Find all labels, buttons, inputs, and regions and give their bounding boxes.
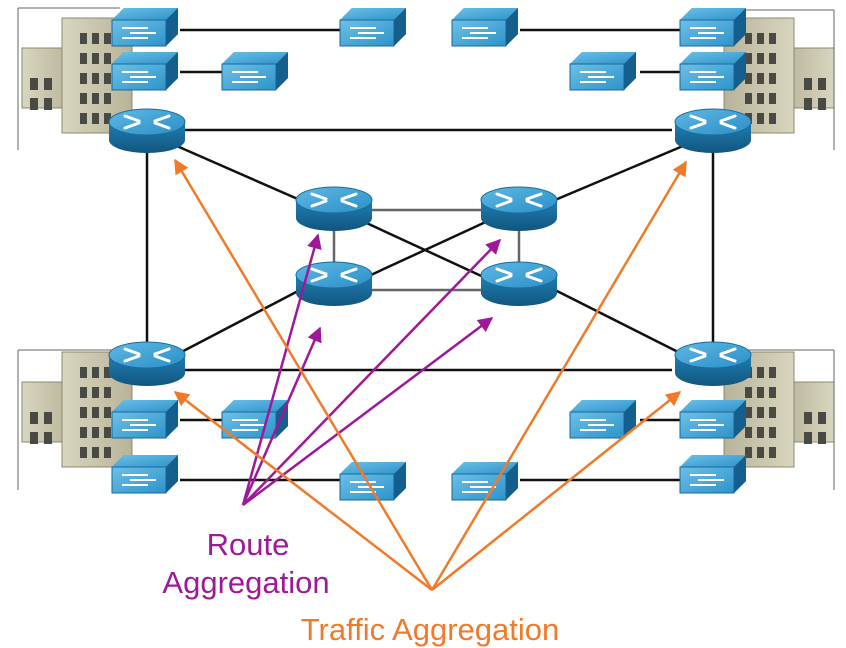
router-icon xyxy=(294,185,374,233)
router-icon xyxy=(673,340,753,388)
switch-icon xyxy=(679,7,747,47)
route-aggregation-label: Aggregation xyxy=(162,565,329,600)
switch-icon xyxy=(221,51,289,91)
building-bottom-left-icon xyxy=(17,349,133,490)
switch-icon xyxy=(679,51,747,91)
switch-icon xyxy=(111,51,179,91)
network-links xyxy=(145,28,715,482)
switch-icon xyxy=(221,399,289,439)
router-icon xyxy=(673,107,753,155)
router-icon xyxy=(107,340,187,388)
route-aggregation-label: Route xyxy=(207,527,290,562)
traffic-aggregation-arrows xyxy=(173,158,688,591)
switch-icon xyxy=(451,7,519,47)
switch-icon xyxy=(679,454,747,494)
switch-icon xyxy=(679,399,747,439)
switch-icon xyxy=(339,461,407,501)
switch-icon xyxy=(111,7,179,47)
switch-icon xyxy=(451,461,519,501)
route-aggregation-arrows xyxy=(241,233,502,506)
traffic-aggregation-label: Traffic Aggregation xyxy=(301,612,560,647)
switch-icon xyxy=(569,399,637,439)
switch-icon xyxy=(111,454,179,494)
router-icon xyxy=(479,260,559,308)
switch-icon xyxy=(569,51,637,91)
switch-icon xyxy=(111,399,179,439)
router-icon xyxy=(479,185,559,233)
building-top-left-icon xyxy=(17,7,133,150)
switch-icon xyxy=(339,7,407,47)
router-icon xyxy=(107,107,187,155)
